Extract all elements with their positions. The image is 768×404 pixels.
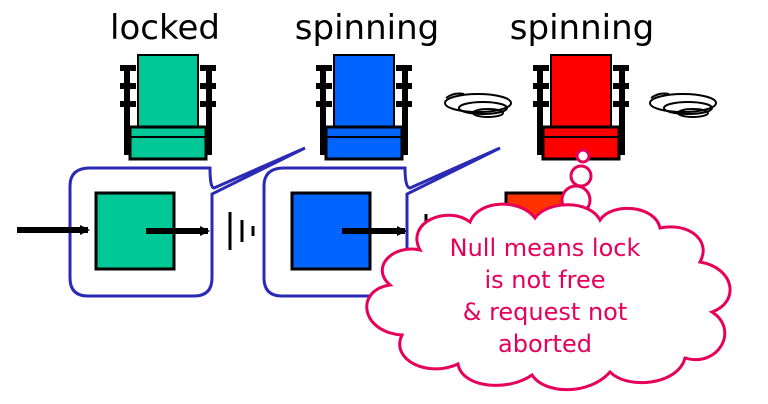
chair-icon [533,54,629,161]
cloud-line: is not free [484,266,606,294]
label-spinning-1: spinning [294,8,440,48]
cloud-line: aborted [498,330,592,358]
thought-cloud [365,202,732,392]
spin-motion-icon [649,92,717,118]
cloud-message: Null means lock is not free & request no… [400,232,690,360]
cloud-line: & request not [462,298,628,326]
label-spinning-2: spinning [509,8,655,48]
chair-icon [316,54,412,161]
chair-icon [120,54,216,161]
label-locked: locked [110,8,220,48]
null-ground-icon [228,212,255,250]
spin-motion-icon [444,92,512,118]
cloud-line: Null means lock [449,234,641,262]
